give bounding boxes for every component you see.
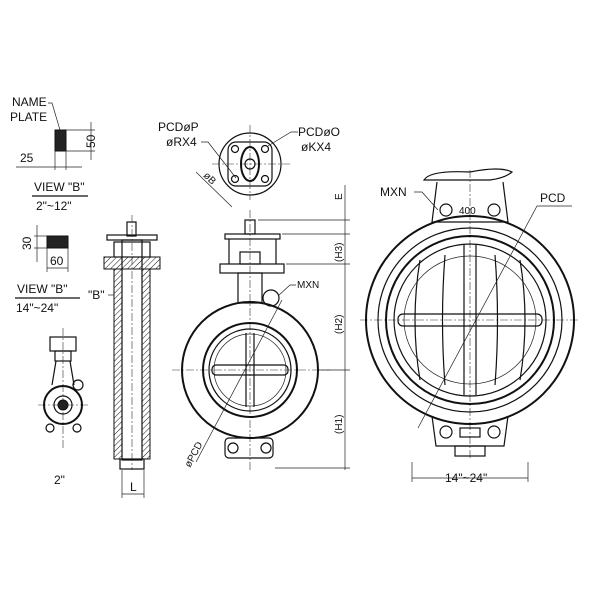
top-view-hole-r: øRX4 [166, 135, 197, 149]
view-b-small: VIEW "B" 2"~12" 30 60 [20, 180, 88, 272]
view-b-small-title: VIEW "B" [34, 180, 85, 194]
large-valve-mxn: MXN [380, 185, 407, 199]
top-view-pcd-p: PCDøP [158, 120, 199, 134]
large-valve: 400 MXN PCD 14"~24" [360, 168, 580, 485]
front-view: øPCD MXN E (H3) (H2) (H1) [172, 185, 350, 470]
large-valve-pcd: PCD [540, 191, 566, 205]
view-b-large: VIEW "B" 14"~24" [15, 282, 80, 315]
small-valve-size: 2" [54, 473, 65, 487]
nameplate-shape [54, 129, 67, 152]
front-view-mxn: MXN [297, 280, 319, 291]
top-view-hole-k: øKX4 [301, 140, 331, 154]
nameplate-label-2: PLATE [10, 110, 47, 124]
view-b-small-dim-width: 60 [50, 254, 64, 268]
front-view-dim-h3: (H3) [334, 243, 345, 262]
front-view-dim-h1: (H1) [334, 415, 345, 434]
side-view-dim-length: L [130, 480, 137, 494]
nameplate-dim-height: 50 [84, 134, 98, 148]
front-view-dim-h2: (H2) [334, 315, 345, 334]
large-valve-plate-text: 400 [459, 206, 476, 217]
view-b-large-range: 14"~24" [16, 301, 58, 315]
view-b-small-dim-height: 30 [20, 236, 34, 250]
top-view-pcd-o: PCDøO [298, 125, 340, 139]
front-view-dim-e: E [334, 193, 345, 200]
nameplate-label-1: NAME [12, 95, 47, 109]
nameplate-dim-width: 25 [20, 151, 34, 165]
top-view-dim-b: øB [201, 170, 218, 187]
view-b-small-range: 2"~12" [36, 199, 72, 213]
large-valve-size: 14"~24" [445, 471, 487, 485]
top-view: PCDøP øRX4 PCDøO øKX4 øB [158, 120, 340, 208]
view-b-small-plate [46, 235, 69, 249]
small-valve: 2" [38, 328, 90, 487]
view-b-large-title: VIEW "B" [17, 282, 68, 296]
side-view-marker: "B" [88, 288, 105, 302]
side-view: "B" L [88, 215, 161, 498]
nameplate-detail: NAME PLATE 50 25 [10, 95, 98, 170]
front-view-pcd: øPCD [183, 440, 205, 469]
